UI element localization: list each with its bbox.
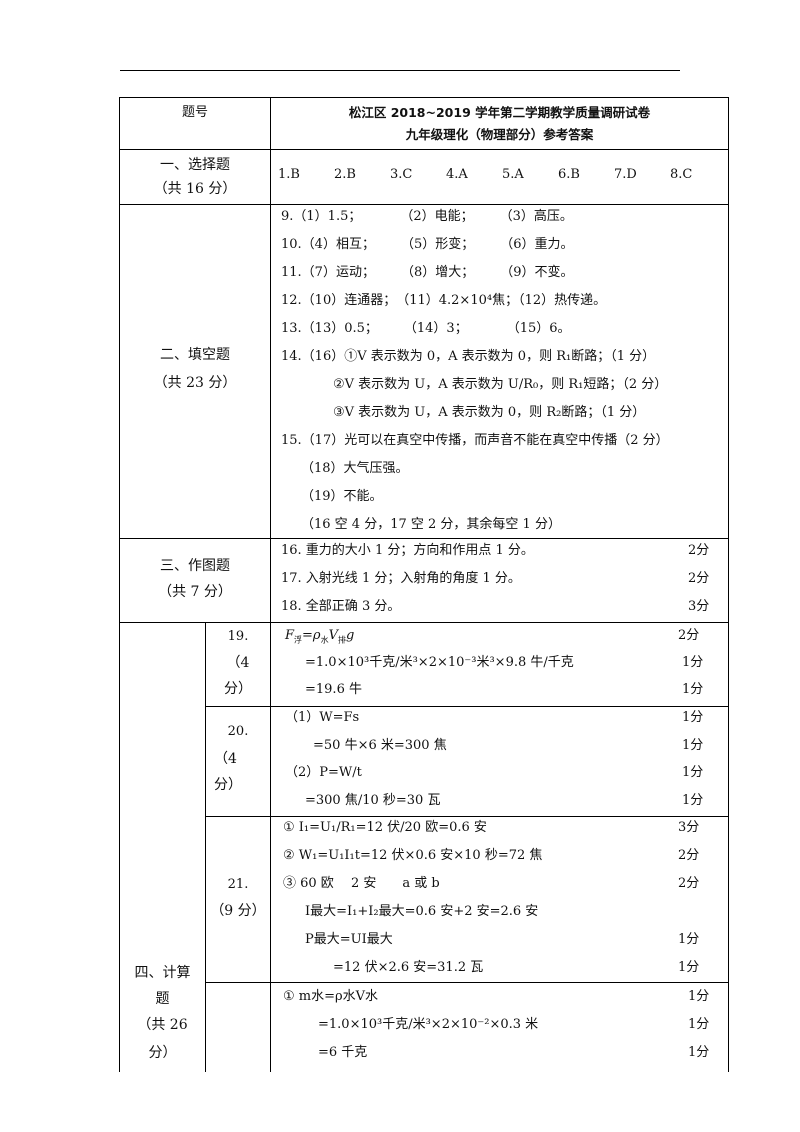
q22-line-1: ① m水=ρ水V水 (283, 989, 379, 1004)
s1-label: 一、选择题 (160, 157, 230, 173)
row-line-s2 (119, 538, 729, 539)
s2-line-15c: （19）不能。 (301, 489, 383, 504)
q20-score-3: 1分 (682, 765, 704, 780)
s4-label-c: （共 26 (137, 1017, 188, 1033)
s3-row-16: 16. 重力的大小 1 分；方向和作用点 1 分。 (281, 543, 534, 558)
s2-line-14c: ③V 表示数为 U，A 表示数为 0，则 R₂断路；（1 分） (333, 405, 646, 420)
q20-line-2: =50 牛×6 米=300 焦 (313, 738, 447, 753)
q21-line-4: I最大=I₁+I₂最大=0.6 安+2 安=2.6 安 (305, 904, 539, 919)
q21-score-1: 3分 (678, 820, 700, 835)
s1-answers: 1.B 2.B 3.C 4.A 5.A 6.B 7.D 8.C (278, 166, 718, 184)
s2-line-14a: 14.（16）①V 表示数为 0，A 表示数为 0，则 R₁断路；（1 分） (281, 349, 656, 364)
s2-line-11: 11.（7）运动； （8）增大； （9）不变。 (281, 265, 574, 280)
answer-6: 6.B (558, 167, 580, 182)
q22-line-3: =6 千克 (318, 1045, 368, 1060)
q19-line-1: F浮=ρ水V排g (285, 628, 355, 645)
top-rule (120, 70, 680, 71)
q19-num: 19. (227, 629, 249, 644)
q21-score-5: 1分 (678, 932, 700, 947)
q19-score-2: 1分 (682, 655, 704, 670)
table-border-left (119, 97, 120, 1072)
s2-points: （共 23 分） (153, 375, 237, 391)
q20-score-4: 1分 (682, 793, 704, 808)
q19-pts-a: （4 (226, 655, 250, 671)
q20-pts-a: （4 (214, 751, 237, 767)
s2-line-15a: 15.（17）光可以在真空中传播，而声音不能在真空中传播（2 分） (281, 433, 669, 448)
s2-line-10: 10.（4）相互； （5）形变； （6）重力。 (281, 237, 574, 252)
q20-score-1: 1分 (682, 710, 704, 725)
q21-line-1: ① I₁=U₁/R₁=12 伏/20 欧=0.6 安 (283, 820, 487, 835)
q20-pts-b: 分） (214, 777, 242, 793)
s3-score-16: 2分 (688, 543, 710, 558)
s1-points: （共 16 分） (153, 181, 237, 197)
row-line-header (119, 149, 729, 150)
column-divider-lower (270, 622, 271, 1072)
row-line-q19 (205, 706, 729, 707)
q20-line-1: （1）W=Fs (285, 710, 360, 725)
answer-8: 8.C (670, 167, 693, 182)
s3-score-18: 3分 (688, 599, 710, 614)
q21-line-5: P最大=UI最大 (305, 932, 393, 947)
row-line-q20 (205, 816, 729, 817)
s3-label: 三、作图题 (160, 558, 230, 574)
answer-4: 4.A (446, 167, 468, 182)
subcolumn-divider (205, 622, 206, 1072)
answer-7: 7.D (614, 167, 637, 182)
q22-score-2: 1分 (688, 1017, 710, 1032)
q20-score-2: 1分 (682, 738, 704, 753)
q22-score-1: 1分 (688, 989, 710, 1004)
header-col-label: 题号 (181, 105, 208, 120)
q20-num: 20. (227, 724, 249, 739)
q21-score-3: 2分 (678, 876, 700, 891)
q20-line-4: =300 焦/10 秒=30 瓦 (305, 793, 441, 808)
s4-label-d: 分） (148, 1045, 177, 1061)
row-line-s1 (119, 204, 729, 205)
q21-pts: （9 分） (210, 903, 266, 919)
q21-score-6: 1分 (678, 960, 700, 975)
q19-line-2: =1.0×10³千克/米³×2×10⁻³米³×9.8 牛/千克 (305, 655, 574, 670)
q21-num: 21. (227, 877, 249, 892)
s4-label-b: 题 (155, 991, 170, 1007)
s4-label-a: 四、计算 (134, 965, 191, 981)
q19-score-1: 2分 (678, 628, 700, 643)
s3-points: （共 7 分） (158, 584, 232, 600)
title-line-1: 松江区 2018~2019 学年第二学期教学质量调研试卷 (348, 105, 651, 120)
s3-score-17: 2分 (688, 571, 710, 586)
q21-line-2: ② W₁=U₁I₁t=12 伏×0.6 安×10 秒=72 焦 (283, 848, 543, 863)
s2-line-14b: ②V 表示数为 U，A 表示数为 U/R₀，则 R₁短路；（2 分） (333, 377, 668, 392)
answer-1: 1.B (278, 167, 300, 182)
s2-line-12: 12.（10）连通器； （11）4.2×10⁴焦；（12）热传递。 (281, 293, 607, 308)
title-line-2: 九年级理化（物理部分）参考答案 (405, 127, 594, 142)
q22-line-2: =1.0×10³千克/米³×2×10⁻²×0.3 米 (318, 1017, 539, 1032)
row-line-q21 (205, 982, 729, 983)
s3-row-18: 18. 全部正确 3 分。 (281, 599, 401, 614)
q19-pts-b: 分） (224, 681, 252, 697)
answer-2: 2.B (334, 167, 356, 182)
s3-row-17: 17. 入射光线 1 分；入射角的角度 1 分。 (281, 571, 521, 586)
q21-score-2: 2分 (678, 848, 700, 863)
row-line-s3 (119, 622, 729, 623)
answer-3: 3.C (390, 167, 413, 182)
s2-line-13: 13.（13）0.5； （14）3； （15）6。 (281, 321, 571, 336)
q19-line-3: =19.6 牛 (305, 682, 362, 697)
q21-line-6: =12 伏×2.6 安=31.2 瓦 (333, 960, 484, 975)
q22-score-3: 1分 (688, 1045, 710, 1060)
s2-line-9: 9.（1）1.5； （2）电能； （3）高压。 (281, 209, 573, 224)
q19-score-3: 1分 (682, 682, 704, 697)
q20-line-3: （2）P=W/t (285, 765, 362, 780)
table-border-top (119, 97, 729, 98)
answer-5: 5.A (502, 167, 524, 182)
table-border-right (728, 97, 729, 1072)
column-divider (270, 97, 271, 622)
s2-label: 二、填空题 (160, 347, 230, 363)
s2-line-note: （16 空 4 分，17 空 2 分，其余每空 1 分） (301, 517, 561, 532)
q21-line-3: ③ 60 欧 2 安 a 或 b (283, 876, 440, 891)
s2-line-15b: （18）大气压强。 (301, 461, 409, 476)
